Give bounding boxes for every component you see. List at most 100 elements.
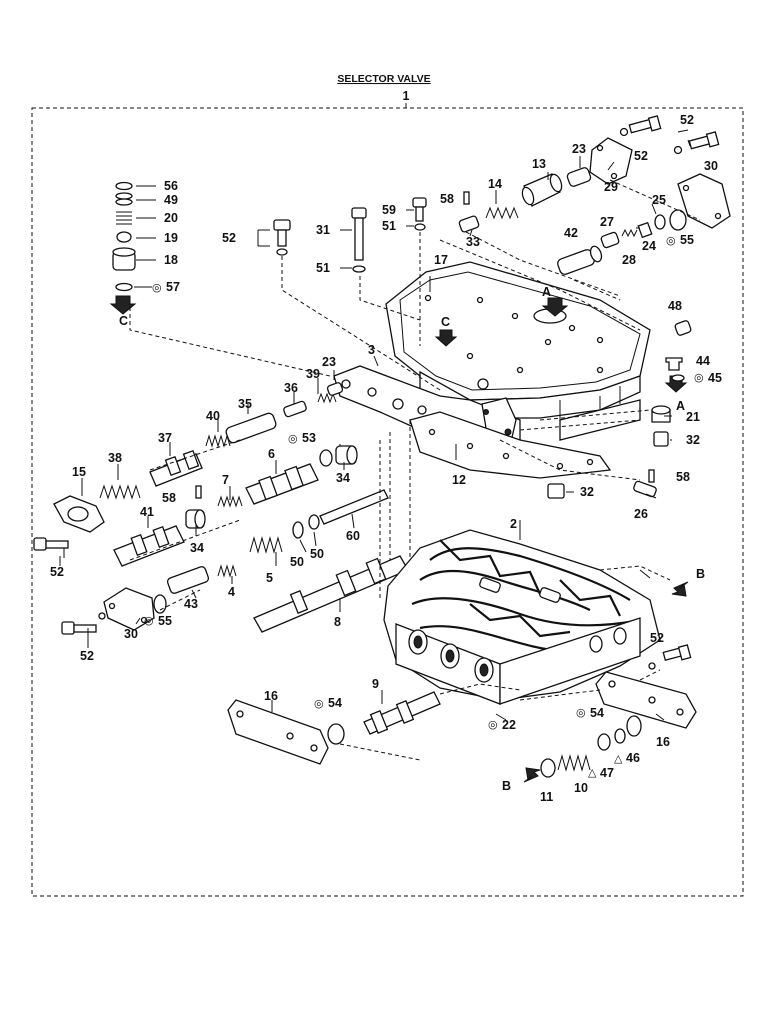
pin-58-right [648,469,655,483]
label-43: 43 [184,597,198,611]
cover-16-right [595,671,697,729]
rod-60 [319,489,389,525]
washers-50 [292,514,320,539]
label-40: 40 [206,409,220,423]
label-48: 48 [668,299,682,313]
circle-mark-22: ◎ [488,718,498,731]
label-41: 41 [140,505,154,519]
plug-48 [674,320,692,336]
o-ring-55-right [669,209,687,231]
seal-25 [654,214,666,230]
spring-4 [217,564,237,578]
valve-26 [633,480,657,498]
label-58-left: 58 [162,491,176,505]
label-27: 27 [600,215,614,229]
cover-16-left [227,699,329,765]
part-labels: 56 49 20 19 18 ◎ 57 C 52 31 51 59 51 58 … [50,113,722,804]
label-2: 2 [510,517,517,531]
cover-30-left [103,587,155,631]
label-56: 56 [164,179,178,193]
label-55-right: 55 [680,233,694,247]
marker-a-right: A [676,399,685,413]
label-54-right: 54 [590,706,604,720]
label-15: 15 [72,465,86,479]
label-39: 39 [306,367,320,381]
circle-mark-54-left: ◎ [314,697,324,710]
label-51-upper: 51 [382,219,396,233]
circle-mark-55-left: ◎ [144,614,154,627]
valve-35 [225,412,277,444]
marker-c-mid: C [441,315,450,329]
label-13: 13 [532,157,546,171]
leader-lines [129,179,701,761]
label-32-center: 32 [580,485,594,499]
arrow-marker-c-mid [434,329,458,347]
seal-45 [671,374,685,382]
label-12: 12 [452,473,466,487]
assembly-number: 1 [403,89,410,103]
label-29: 29 [604,180,618,194]
label-20: 20 [164,211,178,225]
spring-38 [99,484,141,500]
valve-36 [283,400,307,418]
arrow-marker-c-left [109,295,137,315]
sleeve-34-lower [185,509,206,529]
valve-body-2-front [395,617,641,705]
circle-mark-55-right: ◎ [666,234,676,247]
valve-9 [363,691,441,735]
label-49: 49 [164,193,178,207]
plug-32-center [547,483,565,499]
valve-37 [149,449,203,487]
label-58-top: 58 [440,192,454,206]
cover-29 [589,137,633,185]
pin-58-left [195,485,202,499]
arrow-marker-b-right [671,581,689,597]
label-24: 24 [642,239,656,253]
label-7: 7 [222,473,229,487]
bolt-59 [412,197,427,222]
sleeve-13 [521,173,563,207]
washer-51-a [414,223,426,231]
spring-14 [485,206,519,220]
label-42: 42 [564,226,578,240]
pin-58-top [463,191,470,205]
seal-47 [597,733,611,751]
label-52-top-right: 52 [634,149,648,163]
separator-plate-17 [385,261,651,401]
label-34-lower: 34 [190,541,204,555]
sleeve-33 [458,215,480,233]
label-60: 60 [346,529,360,543]
label-44: 44 [696,354,710,368]
label-50-a: 50 [290,555,304,569]
label-30-left: 30 [124,627,138,641]
parts-27-28-24 [600,221,653,249]
label-46: 46 [626,751,640,765]
label-11: 11 [540,790,553,804]
label-59: 59 [382,203,396,217]
plug-11 [540,758,556,778]
label-51-lower: 51 [316,261,330,275]
cover-30-right [677,173,731,229]
spring-5 [249,536,283,554]
o-ring-54-right [626,715,642,737]
label-50-b: 50 [310,547,324,561]
circle-mark-45: ◎ [694,371,704,384]
bolt-52-left-lower [61,612,106,635]
label-16-left: 16 [264,689,278,703]
valve-43 [166,566,210,594]
label-52-far-right: 52 [680,113,694,127]
label-31: 31 [316,223,330,237]
arrow-marker-a-top [541,297,569,317]
valve-6 [245,463,319,505]
bolt-31 [351,207,367,261]
part-21-top [651,405,671,415]
assembly-boundary [31,107,744,897]
label-21: 21 [686,410,700,424]
plug-23-right [566,167,592,187]
gasket-12 [409,411,612,479]
arrow-marker-b-bottom [523,767,541,783]
label-9: 9 [372,677,379,691]
seal-53 [319,449,333,467]
circle-mark-57: ◎ [152,281,162,294]
bolt-52-upper [273,219,291,256]
